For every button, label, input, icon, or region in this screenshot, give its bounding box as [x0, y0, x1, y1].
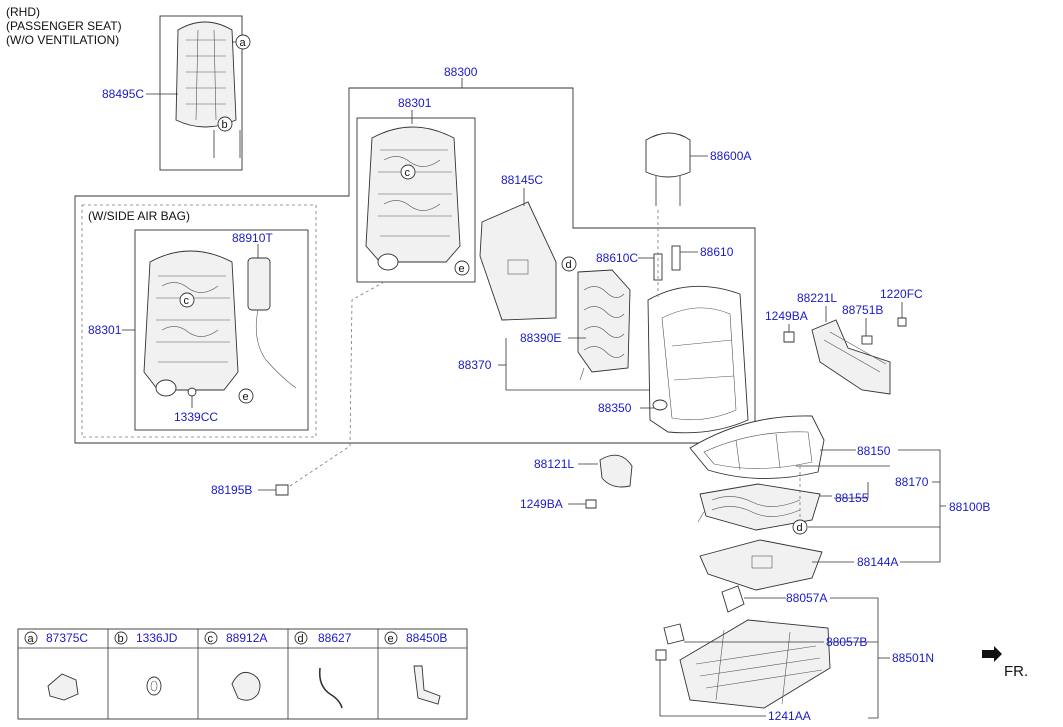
part-88600A-headrest [645, 132, 708, 206]
header-line-passenger-seat: (PASSENGER SEAT) [6, 19, 122, 33]
airbag-module-88910T [247, 257, 271, 311]
part-88495C-back-board [146, 15, 243, 171]
label-side-airbag: (W/SIDE AIR BAG) [88, 209, 190, 223]
legend-cell-e: e 88450B [384, 631, 447, 705]
bracket-88100B [808, 449, 946, 563]
label-1249BA-mid: 1249BA [520, 497, 563, 511]
back-board-shape [175, 21, 237, 128]
label-88350: 88350 [598, 401, 632, 415]
hog-ring-icon [318, 667, 343, 709]
label-88100B: 88100B [949, 500, 990, 514]
ref-c-left: c [179, 292, 195, 308]
legend-part-e: 88450B [406, 631, 447, 645]
fastener-icon [231, 671, 261, 701]
label-88501N: 88501N [892, 651, 934, 665]
ref-d-mid: d [561, 256, 577, 272]
label-88600A: 88600A [710, 149, 751, 163]
svg-text:e: e [459, 263, 465, 275]
part-88501N-track [655, 585, 890, 719]
bracket-88057B [663, 623, 685, 645]
svg-text:e: e [243, 391, 249, 403]
ref-c-top: c [400, 164, 416, 180]
label-88300: 88300 [444, 65, 478, 79]
ref-e-top: e [454, 260, 470, 276]
label-88370: 88370 [458, 358, 492, 372]
legend-part-c: 88912A [226, 631, 267, 645]
header-line-rhd: (RHD) [6, 5, 40, 19]
part-88155-heater [697, 483, 832, 531]
ref-e-left: e [238, 388, 254, 404]
label-88144A: 88144A [857, 555, 898, 569]
part-88144A-pad [699, 539, 854, 591]
svg-text:a: a [28, 633, 35, 645]
label-88221L: 88221L [797, 291, 837, 305]
label-88121L: 88121L [534, 457, 574, 471]
svg-text:d: d [298, 633, 304, 645]
hook-clip-icon [413, 665, 441, 705]
svg-text:d: d [566, 259, 572, 271]
svg-text:c: c [184, 295, 190, 307]
frame-88495C [159, 15, 243, 171]
svg-text:a: a [240, 37, 247, 49]
grommet-icon [146, 676, 162, 696]
part-88121L-cover [568, 454, 633, 509]
part-88145C-pad [479, 188, 557, 321]
part-88390E-heater-mat [577, 269, 631, 381]
ref-a-top: a [232, 34, 251, 50]
label-1241AA: 1241AA [768, 709, 811, 723]
label-1220FC: 1220FC [880, 287, 923, 301]
side-airbag-group [81, 204, 317, 438]
label-88301-top: 88301 [398, 96, 432, 110]
ref-b-top: b [217, 116, 233, 132]
label-88155: 88155 [835, 491, 869, 505]
label-88610C: 88610C [596, 251, 638, 265]
legend-cell-d: d 88627 [294, 631, 352, 709]
part-88610-guides [638, 210, 698, 300]
legend-part-a: 87375C [46, 631, 88, 645]
legend-cell-a: a 87375C [24, 631, 88, 701]
label-88195B: 88195B [211, 483, 252, 497]
front-arrow-icon [982, 646, 1002, 662]
label-88170: 88170 [895, 475, 929, 489]
legend-table: a 87375C b 1336JD c 88912A d 88627 e 884… [17, 628, 468, 720]
part-88195B-bolt [258, 281, 385, 496]
front-label: FR. [1004, 663, 1028, 680]
label-88057B: 88057B [826, 635, 867, 649]
part-88150-cushion [689, 415, 890, 479]
label-1249BA-right: 1249BA [765, 309, 808, 323]
label-88751B: 88751B [842, 303, 883, 317]
label-88390E: 88390E [520, 331, 561, 345]
legend-cell-c: c 88912A [204, 631, 267, 701]
label-88301-left: 88301 [88, 323, 122, 337]
svg-text:b: b [222, 119, 228, 131]
part-88301-top-frame [356, 110, 476, 283]
label-88910T: 88910T [232, 231, 273, 245]
frame-88301-top [356, 117, 476, 283]
label-88150: 88150 [857, 444, 891, 458]
svg-text:d: d [797, 522, 803, 534]
frame-side-airbag-dashed [81, 204, 317, 438]
label-88610: 88610 [700, 245, 734, 259]
svg-text:e: e [388, 633, 394, 645]
svg-text:c: c [405, 167, 411, 179]
bracket-88370 [498, 338, 662, 391]
svg-text:c: c [208, 633, 214, 645]
front-direction-indicator: FR. [982, 646, 1028, 680]
part-88350-back-cover [640, 285, 749, 434]
part-88221L-side-trim [783, 302, 907, 395]
clip-icon [47, 673, 79, 701]
label-88057A: 88057A [786, 591, 827, 605]
label-88495C: 88495C [102, 87, 144, 101]
legend-part-d: 88627 [318, 631, 352, 645]
svg-text:b: b [118, 633, 124, 645]
ref-d-cushion: d [792, 466, 808, 535]
label-1339CC: 1339CC [174, 410, 218, 424]
legend-cell-b: b 1336JD [114, 631, 178, 696]
label-88145C: 88145C [501, 173, 543, 187]
bracket-88057A [721, 585, 745, 613]
legend-part-b: 1336JD [136, 631, 178, 645]
header-line-no-ventilation: (W/O VENTILATION) [6, 33, 119, 47]
diagram-header: (RHD) (PASSENGER SEAT) (W/O VENTILATION) [6, 5, 122, 47]
